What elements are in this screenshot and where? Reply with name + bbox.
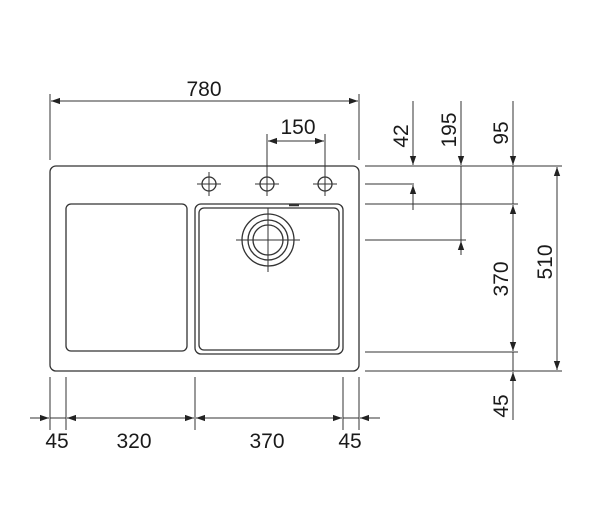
label-510: 510: [534, 244, 557, 279]
dimension-bottom-margin: 45: [490, 352, 517, 420]
dimension-bottom-row: 45 320 370 45: [30, 414, 380, 453]
dimension-bowl-depth: 370: [490, 205, 517, 351]
label-45-left: 45: [45, 430, 68, 453]
label-45-vertical: 45: [490, 394, 513, 417]
bowl-outer: [194, 203, 344, 355]
drain-icon: [236, 208, 300, 272]
label-150: 150: [280, 116, 315, 139]
sink-outline: [49, 165, 360, 372]
dimension-overall-width: 780: [49, 78, 360, 160]
label-370-horizontal: 370: [249, 430, 284, 453]
dimension-bowl-top-offset: 95: [490, 101, 517, 204]
drainer-area: [65, 203, 188, 352]
bowl-inner: [198, 207, 340, 351]
label-780: 780: [186, 78, 221, 101]
label-195: 195: [438, 112, 461, 147]
dimension-overall-depth: 510: [534, 167, 561, 370]
dimension-drain-offset: 195: [438, 101, 465, 255]
tap-hole-right-icon: [313, 166, 337, 196]
tap-hole-left-icon: [197, 172, 221, 196]
label-95: 95: [490, 121, 513, 144]
label-320: 320: [116, 430, 151, 453]
label-45-right: 45: [338, 430, 361, 453]
dimension-tap-spacing: 150: [266, 116, 326, 166]
dimension-tap-offset: 42: [390, 101, 417, 210]
label-42: 42: [390, 124, 413, 147]
label-370-vertical: 370: [490, 261, 513, 296]
tap-hole-center-icon: [255, 166, 279, 196]
